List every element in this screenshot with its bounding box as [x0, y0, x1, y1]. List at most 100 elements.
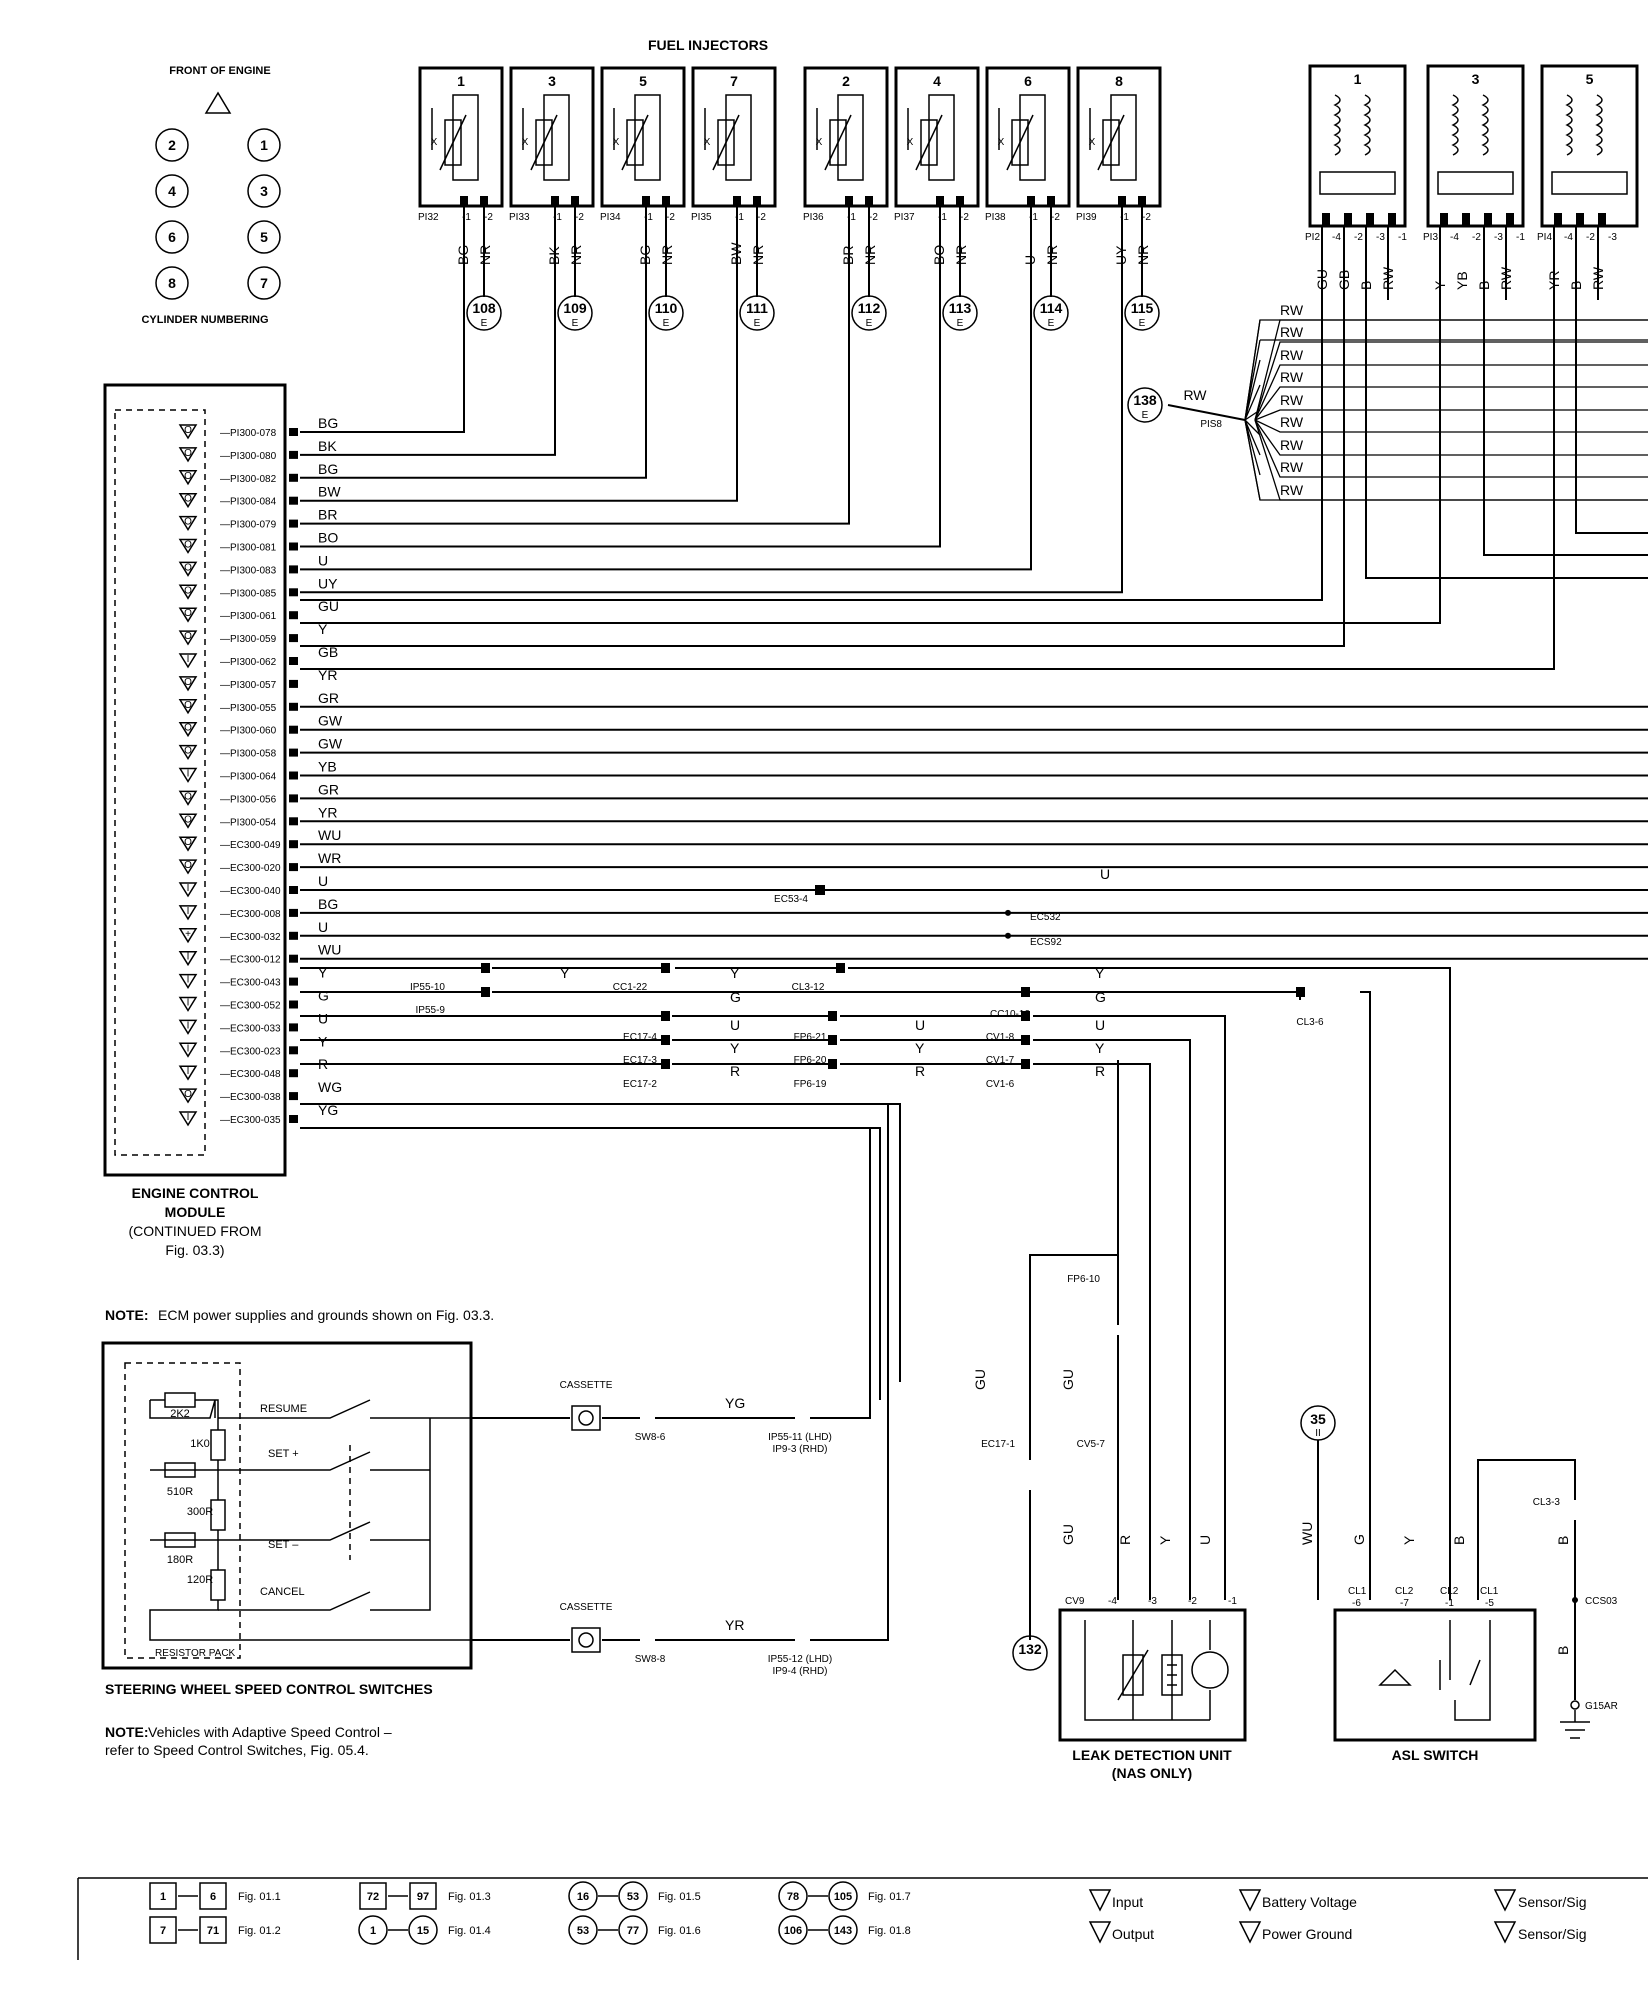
connector-marker [1021, 1011, 1030, 1021]
legend-to-box [409, 1882, 437, 1910]
ecm-pin-label: —EC300-049 [220, 840, 281, 851]
ecm-wire-color: GR [318, 690, 339, 706]
ecm-pin-symbol-icon [178, 515, 198, 532]
legend-symbol-sensor-2: Sensor/Sig [1493, 1921, 1586, 1944]
ldu-pin-1: -4 [1108, 1596, 1117, 1607]
injector-ref-suffix: E [866, 318, 873, 329]
injector-pin-2: -2 [1051, 212, 1060, 223]
splice-rw-lower [1244, 419, 1648, 501]
asl-internal-wires [1449, 1620, 1491, 1721]
injector-pin-2: -2 [869, 212, 878, 223]
legend-to: 15 [417, 1925, 429, 1937]
wire-label-asl-b: B [1451, 1536, 1467, 1545]
res-180r: 180R [167, 1554, 193, 1566]
ecm-pin-symbol-letter: O [184, 562, 192, 573]
ecm-wire-color: GU [318, 598, 339, 614]
ecm-pin-terminal [289, 817, 298, 826]
ecm-wire-color: YG [318, 1102, 338, 1118]
cylinder-number: 1 [260, 137, 268, 153]
asl-box [1333, 1608, 1537, 1742]
coil-pin: -4 [1564, 232, 1573, 243]
wire-label-g-c: G [1095, 989, 1106, 1005]
injector-ref-number: 110 [655, 300, 678, 316]
legend-sensor-2-label: Sensor/Sig [1518, 1926, 1586, 1942]
wire-wg [300, 1103, 901, 1382]
injector-number: 7 [730, 73, 738, 89]
injector-pin-1: -1 [644, 212, 653, 223]
ecm-wire-color: U [318, 873, 328, 889]
injector-ref-suffix: E [1139, 318, 1146, 329]
ecm-pin-terminal [289, 931, 298, 940]
coil-number: 1 [1354, 71, 1362, 87]
ecm-pin-terminal [289, 1023, 298, 1032]
injector-number: 5 [639, 73, 647, 89]
splice-name: PIS8 [1200, 419, 1222, 430]
wire-label-gu-c: GU [1060, 1524, 1076, 1545]
ecm-pin-symbol-icon [178, 973, 198, 990]
injector-pin-1: -1 [847, 212, 856, 223]
ecm-wire-color: GB [318, 644, 338, 660]
cassette-1-label: CASSETTE [560, 1380, 613, 1391]
splice-rw-label: RW [1280, 347, 1304, 363]
coil-pin: -4 [1450, 232, 1459, 243]
coil-terminal [1344, 213, 1352, 225]
asl-conn-4: CL1 [1480, 1586, 1499, 1597]
injector-x-mark: X [998, 137, 1005, 148]
injector-terminal-2 [1138, 196, 1146, 206]
ecm-pin-symbol-letter: O [184, 540, 192, 551]
wire-label-gu-b: GU [1060, 1369, 1076, 1390]
injector-x-mark: X [522, 137, 529, 148]
ecm-pin-symbol-icon [178, 1065, 198, 1081]
wire-label-ldu-r: R [1117, 1535, 1133, 1545]
injector-ref-number: 108 [472, 300, 496, 316]
ecm-pin-symbol-letter: + [185, 929, 191, 940]
connector-marker [828, 1059, 837, 1069]
ecm-pin-terminal [289, 748, 298, 757]
injector-terminal-2 [1047, 196, 1055, 206]
coil-terminal [1506, 213, 1514, 225]
asl-diode-icon [1378, 1668, 1412, 1686]
ecm-pin-symbol-icon [178, 905, 198, 921]
cylinder-circle [155, 128, 189, 162]
ldu-pin-3: -2 [1188, 1596, 1197, 1607]
legend-to: 71 [207, 1925, 219, 1937]
ecm-pin-label: —EC300-038 [220, 1092, 281, 1103]
wire-label-y-f: Y [1095, 1040, 1105, 1056]
conn-cl36: CL3-6 [1296, 1017, 1324, 1028]
legend-from-box [149, 1882, 177, 1910]
ecm-pin-symbol-icon [178, 1111, 198, 1127]
injector-internal [907, 94, 955, 181]
wire-gu-ec17 [1029, 1100, 1119, 1460]
ecm-pin-symbol-letter: O [184, 814, 192, 825]
connector-marker [481, 963, 490, 973]
legend-from: 7 [160, 1925, 166, 1937]
ecm-pin-terminal [289, 496, 298, 505]
injector-arrow [530, 114, 558, 171]
ecm-pin-symbol-icon [178, 767, 198, 783]
ecm-pin-terminal [289, 634, 298, 643]
ecm-pin-label: —PI300-059 [220, 634, 277, 645]
ecm-pin-symbol-letter: O [184, 860, 192, 871]
ref-35-suffix: II [1315, 1428, 1321, 1439]
injector-number: 3 [548, 73, 556, 89]
res-120r-icon [210, 1569, 226, 1601]
ecm-pin-symbol-icon [178, 653, 198, 669]
ecm-pin-terminal [289, 473, 298, 482]
injector-pin-2: -2 [666, 212, 675, 223]
wire-label-yg: YG [725, 1395, 745, 1411]
legend-from: 1 [370, 1925, 376, 1937]
ecm-pin-symbol-icon [178, 538, 198, 554]
coil-terminal-block [1551, 171, 1628, 195]
note-asc-label: NOTE: [105, 1724, 149, 1740]
ldu-resistor-icon [1122, 1654, 1144, 1696]
wire-label-u-b: U [730, 1017, 740, 1033]
splice-rw-label: RW [1280, 324, 1304, 340]
ecm-pin-symbol-letter: O [184, 494, 192, 505]
legend-to-circle [828, 1915, 858, 1945]
coil-winding-icon [1451, 94, 1489, 156]
conn-ec171: EC17-1 [981, 1439, 1015, 1450]
ecm-pin-symbol-icon [178, 813, 198, 829]
injector-pin-1: -1 [938, 212, 947, 223]
ecm-pin-label: —EC300-052 [220, 1001, 281, 1012]
